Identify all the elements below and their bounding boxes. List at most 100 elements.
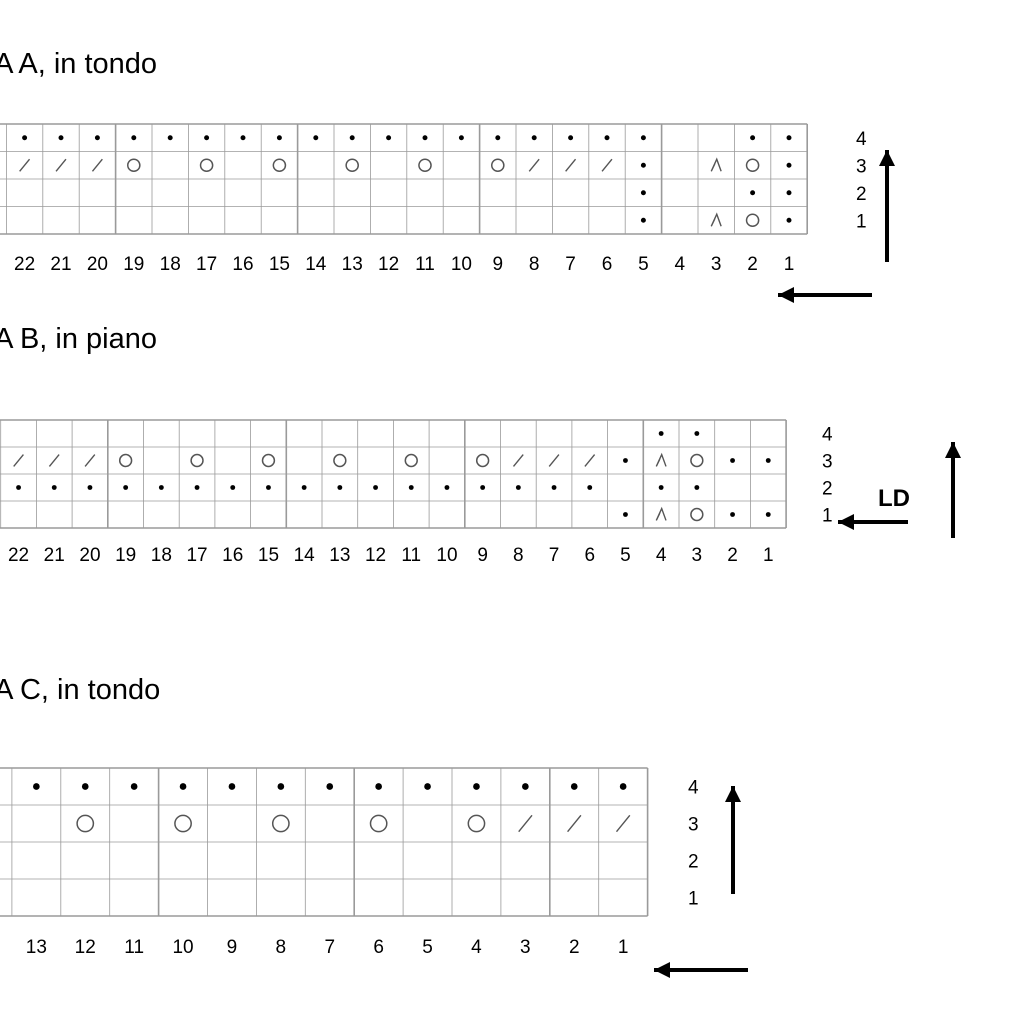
purl-dot-icon xyxy=(424,783,431,790)
purl-dot-icon xyxy=(81,783,89,790)
purl-dot-icon xyxy=(640,162,646,168)
purl-dot-icon xyxy=(765,458,771,463)
yarn-over-icon xyxy=(272,158,287,173)
yarn-over-icon xyxy=(174,814,192,833)
yarn-over-icon xyxy=(199,158,214,173)
yarn-over-icon xyxy=(190,453,204,468)
purl-dot-icon xyxy=(444,485,450,490)
purl-dot-icon xyxy=(786,162,792,168)
yarn-over-icon xyxy=(745,213,760,228)
purl-dot-icon xyxy=(480,485,486,490)
column-number-label: 1 xyxy=(784,254,795,275)
column-number-label: 13 xyxy=(26,937,47,958)
ssk-lambda-icon xyxy=(655,452,667,467)
chart-c-title: MA C, in tondo xyxy=(0,674,161,706)
chart-a-title: MA A, in tondo xyxy=(0,48,158,80)
chart-b-left-arrow-head xyxy=(838,514,854,530)
purl-dot-icon xyxy=(587,485,593,490)
column-number-label: 4 xyxy=(471,937,482,958)
yarn-over-icon xyxy=(491,158,505,173)
column-number-label: 2 xyxy=(747,254,758,275)
k2tog-slash-icon xyxy=(565,158,577,172)
purl-dot-icon xyxy=(194,485,200,490)
column-number-label: 5 xyxy=(638,254,649,275)
column-number-label: 6 xyxy=(373,937,384,958)
purl-dot-icon xyxy=(568,135,574,141)
row-number-label: 4 xyxy=(856,129,867,150)
column-number-label: 11 xyxy=(415,254,435,275)
yarn-over-icon xyxy=(745,158,760,173)
column-number-label: 19 xyxy=(123,254,144,275)
k2tog-slash-icon xyxy=(584,454,596,467)
column-number-label: 5 xyxy=(422,937,433,958)
column-number-label: 11 xyxy=(401,545,421,566)
purl-dot-icon xyxy=(51,485,57,490)
chart-a-up-arrow-head xyxy=(879,150,895,166)
purl-dot-icon xyxy=(750,190,756,196)
row-number-label: 1 xyxy=(688,889,699,910)
purl-dot-icon xyxy=(658,485,664,490)
ssk-lambda-icon xyxy=(710,157,722,172)
yarn-over-icon xyxy=(369,814,388,833)
right-side-label: LD xyxy=(878,485,910,512)
purl-dot-icon xyxy=(694,485,700,490)
purl-dot-icon xyxy=(458,135,464,141)
purl-dot-icon xyxy=(349,135,355,141)
column-number-label: 6 xyxy=(584,545,595,566)
yarn-over-icon xyxy=(261,453,276,468)
column-number-label: 14 xyxy=(305,254,327,275)
purl-dot-icon xyxy=(240,135,246,141)
k2tog-slash-icon xyxy=(512,454,524,467)
row-number-label: 2 xyxy=(688,852,699,873)
column-number-label: 3 xyxy=(711,254,722,275)
column-number-label: 15 xyxy=(258,545,279,566)
chart-b-up-arrow-head xyxy=(945,442,961,458)
column-number-label: 17 xyxy=(196,254,217,275)
column-number-label: 12 xyxy=(75,937,96,958)
column-number-label: 13 xyxy=(342,254,363,275)
k2tog-slash-icon xyxy=(567,814,582,833)
chart-c-left-arrow-head xyxy=(654,962,670,978)
yarn-over-icon xyxy=(690,507,704,522)
purl-dot-icon xyxy=(522,783,529,790)
k2tog-slash-icon xyxy=(84,454,96,467)
column-number-label: 16 xyxy=(232,254,253,275)
purl-dot-icon xyxy=(604,135,610,141)
k2tog-slash-icon xyxy=(615,814,631,833)
purl-dot-icon xyxy=(640,190,646,196)
purl-dot-icon xyxy=(276,135,282,141)
purl-dot-icon xyxy=(179,783,187,790)
purl-dot-icon xyxy=(230,485,236,490)
column-number-label: 18 xyxy=(160,254,181,275)
column-number-label: 10 xyxy=(451,254,472,275)
purl-dot-icon xyxy=(730,512,735,517)
yarn-over-icon xyxy=(690,453,704,468)
purl-dot-icon xyxy=(786,217,792,223)
purl-dot-icon xyxy=(94,135,100,141)
purl-dot-icon xyxy=(313,135,319,141)
purl-dot-icon xyxy=(16,485,21,490)
ssk-lambda-icon xyxy=(710,212,722,227)
purl-dot-icon xyxy=(130,783,138,790)
column-number-label: 19 xyxy=(115,545,136,566)
yarn-over-icon xyxy=(271,814,290,833)
row-number-label: 2 xyxy=(822,479,833,500)
purl-dot-icon xyxy=(337,485,343,490)
column-number-label: 5 xyxy=(620,545,631,566)
column-number-label: 7 xyxy=(324,937,335,958)
purl-dot-icon xyxy=(640,135,646,141)
yarn-over-icon xyxy=(467,814,486,833)
purl-dot-icon xyxy=(551,485,557,490)
k2tog-slash-icon xyxy=(518,814,533,833)
column-number-label: 8 xyxy=(529,254,540,275)
column-number-label: 18 xyxy=(151,545,172,566)
k2tog-slash-icon xyxy=(48,454,60,467)
column-number-label: 4 xyxy=(675,254,686,275)
k2tog-slash-icon xyxy=(19,158,31,172)
column-number-label: 20 xyxy=(79,545,100,566)
yarn-over-icon xyxy=(333,453,347,468)
k2tog-slash-icon xyxy=(601,158,613,172)
column-number-label: 21 xyxy=(50,254,71,275)
row-number-label: 1 xyxy=(856,211,867,232)
